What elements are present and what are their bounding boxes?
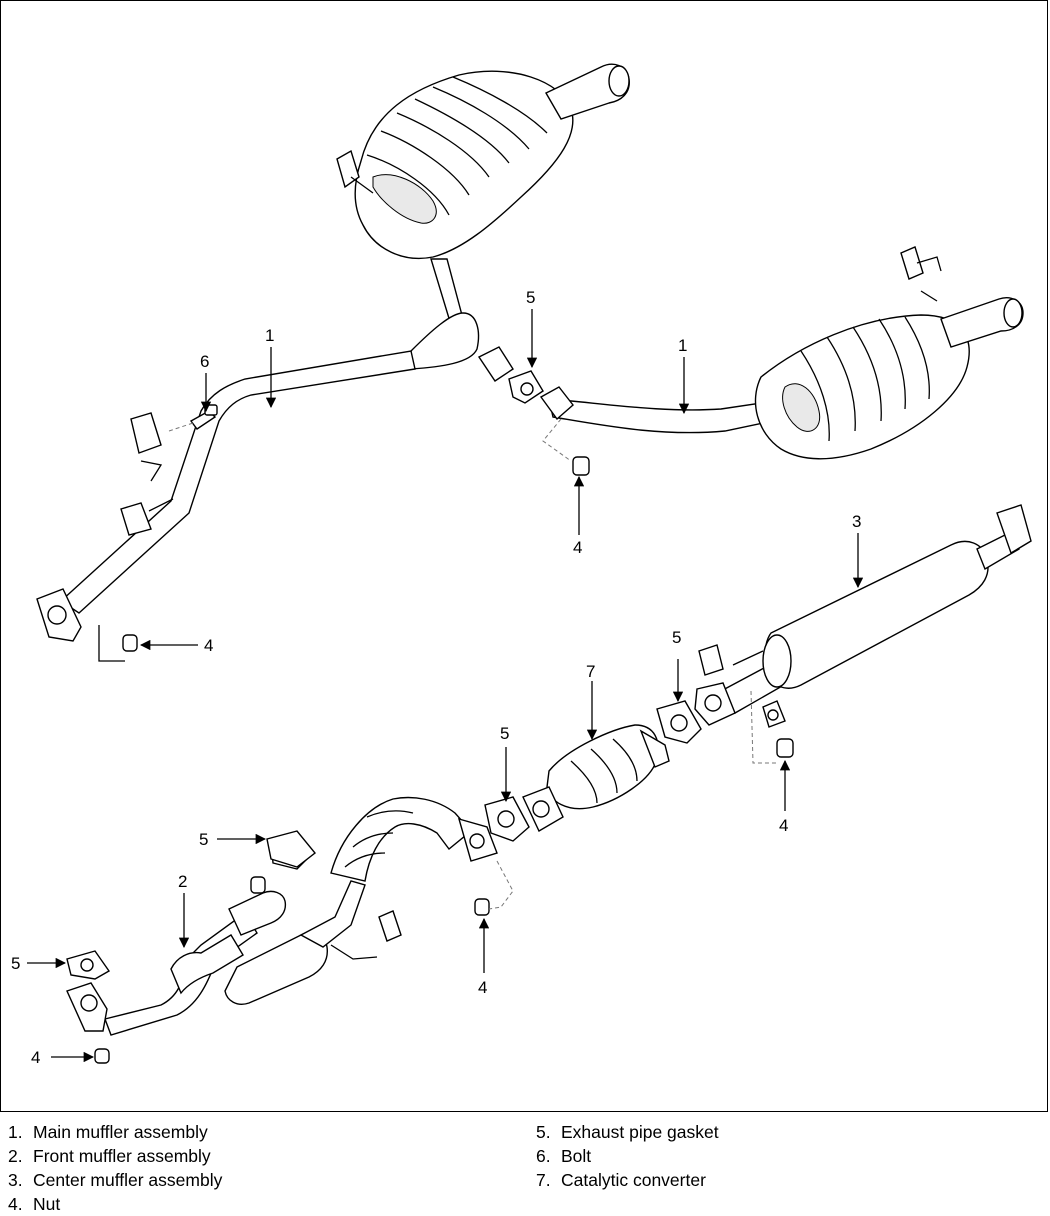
rear-muffler [539, 246, 1024, 460]
legend-item: 5. Exhaust pipe gasket [536, 1120, 719, 1144]
legend-item: 1. Main muffler assembly [8, 1120, 222, 1144]
callout-1-main-pipe: 1 [265, 326, 274, 345]
callout-3: 3 [852, 512, 861, 531]
legend-label: Front muffler assembly [33, 1146, 211, 1166]
callout-5-upper: 5 [526, 288, 535, 307]
legend-item: 7. Catalytic converter [536, 1168, 719, 1192]
callout-labels: 1 1 2 3 4 4 4 4 4 5 5 5 5 5 6 7 [11, 288, 861, 1067]
callout-1-rear-muffler: 1 [678, 336, 687, 355]
parts-legend: 1. Main muffler assembly 2. Front muffle… [0, 1118, 1050, 1215]
legend-label: Catalytic converter [561, 1170, 706, 1190]
legend-item: 2. Front muffler assembly [8, 1144, 222, 1168]
diagram-frame: 1 1 2 3 4 4 4 4 4 5 5 5 5 5 6 7 [0, 0, 1048, 1112]
exhaust-system-diagram: 1 1 2 3 4 4 4 4 4 5 5 5 5 5 6 7 [11, 63, 1032, 1067]
gaskets [66, 370, 702, 980]
legend-number: 1. [8, 1122, 23, 1142]
legend-column-left: 1. Main muffler assembly 2. Front muffle… [8, 1120, 222, 1216]
callout-4-left: 4 [204, 636, 213, 655]
legend-label: Nut [33, 1194, 61, 1214]
legend-label: Center muffler assembly [33, 1170, 223, 1190]
legend-number: 4. [8, 1194, 23, 1214]
legend-item: 4. Nut [8, 1192, 222, 1216]
callout-arrows [27, 309, 864, 1063]
legend-item: 3. Center muffler assembly [8, 1168, 222, 1192]
callout-5-right: 5 [672, 628, 681, 647]
legend-number: 5. [536, 1122, 551, 1142]
legend-number: 2. [8, 1146, 23, 1166]
callout-4-center: 4 [478, 978, 487, 997]
callout-5-left: 5 [11, 954, 20, 973]
callout-6: 6 [200, 352, 209, 371]
legend-item: 6. Bolt [536, 1144, 719, 1168]
legend-label: Bolt [561, 1146, 592, 1166]
callout-4-upper: 4 [573, 538, 582, 557]
callout-4-bottom: 4 [31, 1048, 40, 1067]
center-muffler-assembly [694, 504, 1032, 728]
legend-label: Main muffler assembly [33, 1122, 208, 1142]
callout-5-middle: 5 [500, 724, 509, 743]
front-muffler-assembly [66, 796, 498, 1036]
callout-7: 7 [586, 662, 595, 681]
legend-number: 6. [536, 1146, 551, 1166]
legend-label: Exhaust pipe gasket [561, 1122, 719, 1142]
callout-2: 2 [178, 872, 187, 891]
legend-number: 3. [8, 1170, 23, 1190]
callout-4-right: 4 [779, 816, 788, 835]
nuts [94, 456, 794, 1064]
main-muffler-assembly [36, 63, 630, 642]
legend-column-right: 5. Exhaust pipe gasket 6. Bolt 7. Cataly… [536, 1120, 719, 1192]
legend-number: 7. [536, 1170, 551, 1190]
callout-5-front: 5 [199, 830, 208, 849]
alignment-lines [98, 418, 777, 910]
catalytic-converter [522, 724, 670, 832]
